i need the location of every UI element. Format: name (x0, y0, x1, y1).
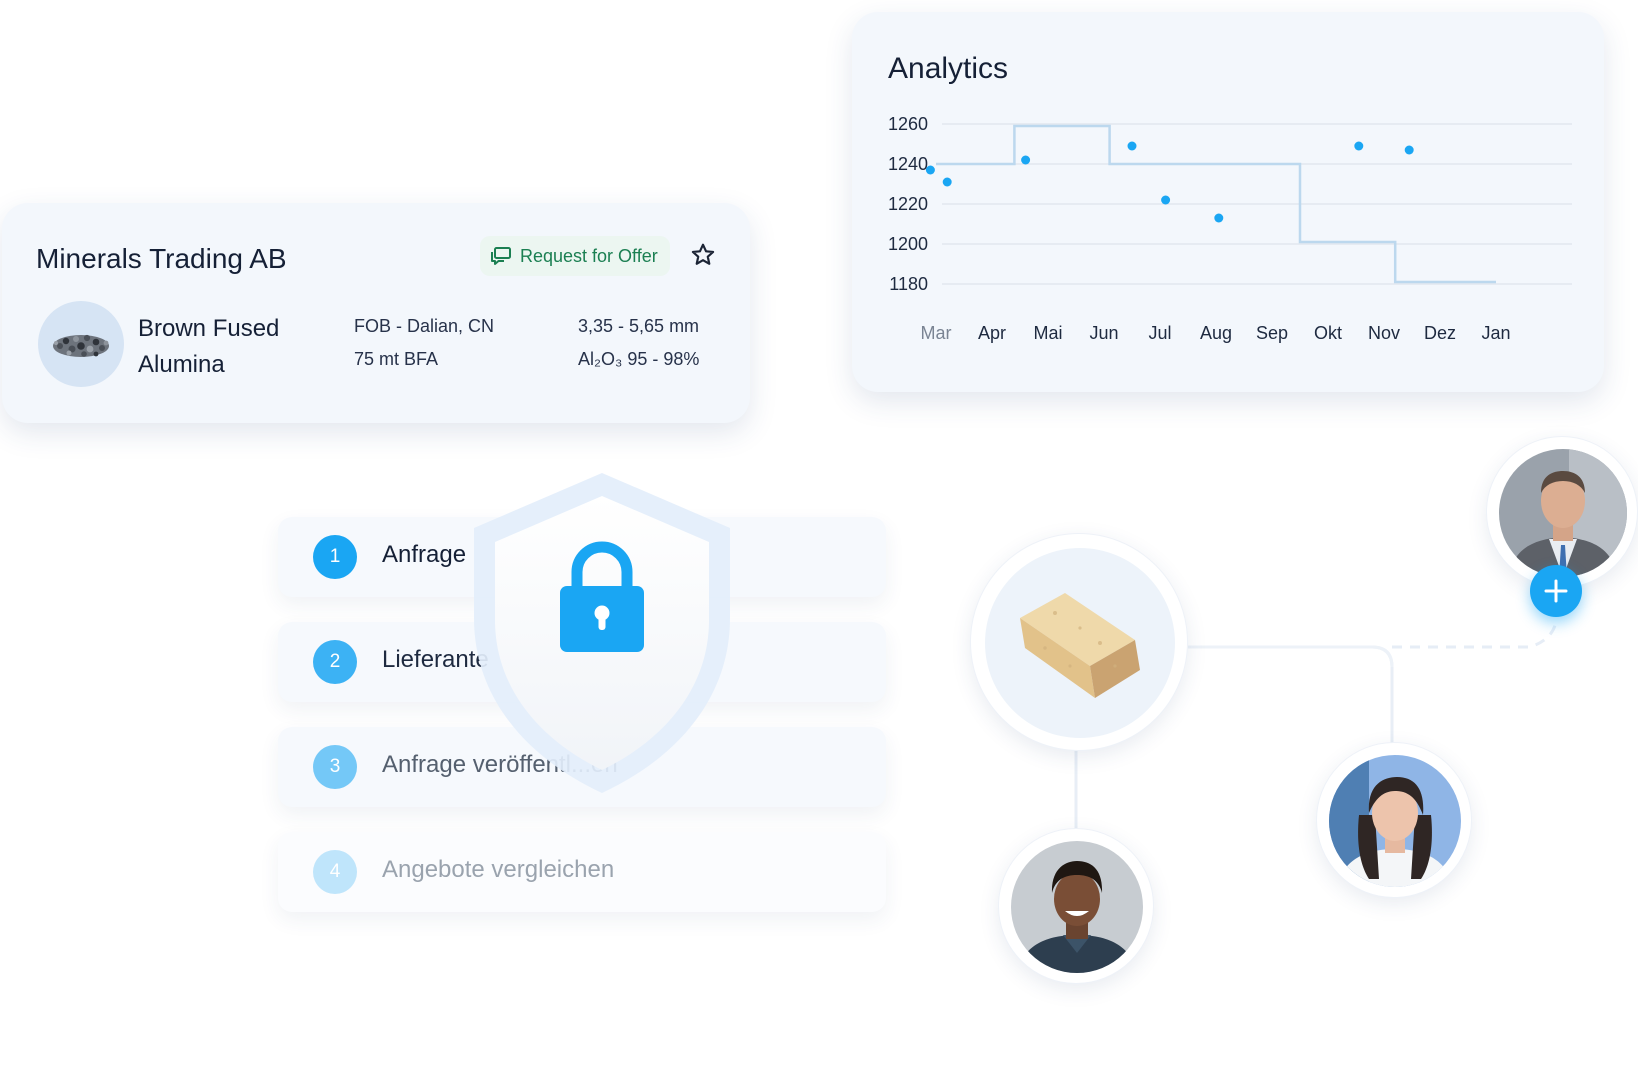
product-name: Brown Fused Alumina (138, 315, 280, 378)
x-tick-label: Aug (1200, 323, 1232, 343)
analytics-title: Analytics (888, 52, 1009, 85)
brick-image (985, 548, 1175, 738)
avatar-1[interactable] (1486, 436, 1638, 588)
favorite-button[interactable] (690, 242, 716, 268)
request-for-offer-button[interactable]: Request for Offer (480, 236, 670, 276)
x-tick-label: Dez (1424, 323, 1456, 343)
step-line (936, 124, 1496, 284)
step-number: 2 (313, 640, 357, 684)
avatar-3[interactable] (998, 828, 1154, 984)
y-tick-label: 1260 (888, 114, 928, 134)
x-tick-label: Jul (1148, 323, 1171, 343)
add-contact-button[interactable] (1530, 565, 1582, 617)
plus-icon (1544, 579, 1568, 603)
data-point (1214, 213, 1224, 223)
data-point (942, 177, 952, 187)
shield-lock-icon (474, 473, 730, 793)
purity-range: 95 - 98% (627, 349, 700, 369)
supplier-name: Minerals Trading AB (36, 243, 287, 274)
supplier-card: Minerals Trading AB Request for Offer (2, 203, 750, 423)
quantity: 75 mt BFA (354, 349, 439, 369)
step-label: Lieferante (382, 646, 489, 673)
chat-bubbles-icon (491, 247, 511, 265)
y-tick-label: 1220 (888, 194, 928, 214)
step-number: 1 (313, 535, 357, 579)
mineral-grains-icon (53, 334, 109, 357)
step-label: Anfrage (382, 541, 467, 568)
avatar (1011, 841, 1143, 973)
x-tick-label: Mai (1033, 323, 1062, 343)
request-for-offer-label: Request for Offer (520, 245, 658, 266)
product-node[interactable] (970, 533, 1188, 751)
avatar-2[interactable] (1316, 742, 1472, 898)
purity: Al₂O₃ 95 - 98% (578, 349, 699, 370)
x-tick-label: Mar (921, 323, 952, 343)
brick-icon (1020, 593, 1140, 698)
data-point (1404, 145, 1414, 155)
data-point (925, 165, 935, 175)
x-tick-label: Jun (1089, 323, 1118, 343)
avatar (1499, 449, 1627, 577)
x-tick-label: Sep (1256, 323, 1288, 343)
step-label: Angebote vergleichen (382, 856, 615, 883)
grain-size: 3,35 - 5,65 mm (578, 316, 700, 336)
x-tick-label: Apr (978, 323, 1006, 343)
step-number: 3 (313, 745, 357, 789)
incoterm: FOB - Dalian, CN (354, 316, 495, 336)
person-portrait-icon (1011, 841, 1143, 973)
person-portrait-icon (1329, 755, 1461, 887)
person-portrait-icon (1499, 449, 1627, 577)
y-tick-label: 1240 (888, 154, 928, 174)
data-point (1127, 141, 1137, 151)
x-tick-label: Nov (1368, 323, 1400, 343)
avatar (1329, 755, 1461, 887)
product-image (38, 301, 124, 387)
x-tick-label: Okt (1314, 323, 1342, 343)
y-tick-label: 1180 (889, 274, 928, 294)
data-point (1161, 195, 1171, 205)
data-point (1354, 141, 1364, 151)
step-number: 4 (313, 850, 357, 894)
purity-compound: Al₂O₃ (578, 349, 623, 369)
star-outline-icon (691, 243, 715, 265)
x-tick-label: Jan (1481, 323, 1510, 343)
y-tick-label: 1200 (888, 234, 928, 254)
step-4[interactable]: 4 Angebote vergleichen (278, 832, 886, 912)
data-point (1021, 155, 1031, 165)
